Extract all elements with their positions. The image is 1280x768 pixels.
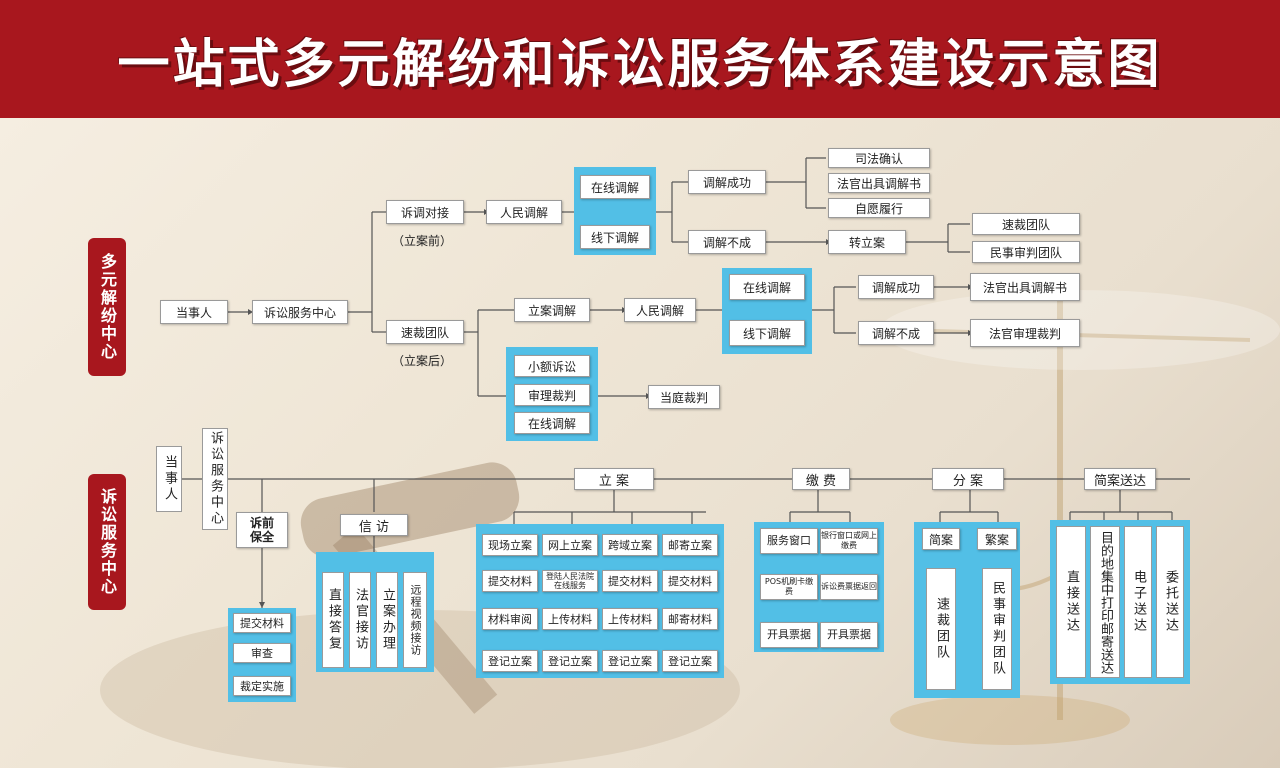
case-assignment-box: 分 案 (932, 468, 1004, 490)
petition-item-4: 远程视频接访 (403, 572, 427, 668)
filing-step-1-2: 材料审阅 (482, 608, 538, 630)
filing-mediation-box: 立案调解 (514, 298, 590, 322)
fee-step-1-2: 开具票据 (760, 622, 818, 648)
mediation-fail-box-2: 调解不成 (858, 321, 934, 345)
transfer-filing-box: 转立案 (828, 230, 906, 254)
trial-ruling-box: 审理裁判 (514, 384, 590, 406)
filing-step-3-2: 上传材料 (602, 608, 658, 630)
preservation-step-2: 审查 (233, 643, 291, 663)
page-title: 一站式多元解纷和诉讼服务体系建设示意图 (117, 35, 1163, 95)
preservation-step-1: 提交材料 (233, 613, 291, 633)
preservation-step-3: 裁定实施 (233, 676, 291, 696)
filing-step-1-3: 登记立案 (482, 650, 538, 672)
mediation-fail-box-1: 调解不成 (688, 230, 766, 254)
service-center-box-top: 诉讼服务中心 (252, 300, 348, 324)
fee-step-2-1: 诉讼费票据返回 (820, 574, 878, 600)
mediation-success-box-2: 调解成功 (858, 275, 934, 299)
filing-step-1-1: 提交材料 (482, 570, 538, 592)
fast-team-box-right: 速裁团队 (972, 213, 1080, 235)
post-filing-note: （立案后） (392, 354, 453, 368)
small-claims-box: 小额诉讼 (514, 355, 590, 377)
mediation-success-box-1: 调解成功 (688, 170, 766, 194)
service-center-box-bottom: 诉讼服务中心 (202, 428, 228, 530)
party-box-bottom: 当事人 (156, 446, 182, 512)
petition-item-2: 法官接访 (349, 572, 371, 668)
court-ruling-box: 当庭裁判 (648, 385, 720, 409)
side-label-litigation-center: 诉讼服务中心 (88, 474, 126, 610)
people-mediation-box-2: 人民调解 (624, 298, 696, 322)
filing-step-4-2: 邮寄材料 (662, 608, 718, 630)
fee-col-head-2: 银行窗口或网上缴费 (820, 528, 878, 554)
online-mediation-box-1: 在线调解 (580, 175, 650, 199)
offline-mediation-box-2: 线下调解 (729, 320, 805, 346)
title-banner (0, 0, 1280, 118)
offline-mediation-box-1: 线下调解 (580, 225, 650, 249)
delivery-item-1: 直接送达 (1056, 526, 1086, 678)
filing-step-3-1: 提交材料 (602, 570, 658, 592)
complex-case-team: 民事审判团队 (982, 568, 1012, 690)
delivery-item-2: 目的地集中打印邮寄送达 (1090, 526, 1120, 678)
filing-col-head-2: 网上立案 (542, 534, 598, 556)
filing-step-4-3: 登记立案 (662, 650, 718, 672)
petition-item-3: 立案办理 (376, 572, 398, 668)
fee-box: 缴 费 (792, 468, 850, 490)
delivery-item-3: 电子送达 (1124, 526, 1152, 678)
civil-trial-team-box-top: 民事审判团队 (972, 241, 1080, 263)
filing-step-2-2: 上传材料 (542, 608, 598, 630)
complex-case-box: 繁案 (977, 528, 1017, 550)
filing-step-2-1: 登陆人民法院在线服务 (542, 570, 598, 592)
filing-step-2-3: 登记立案 (542, 650, 598, 672)
filing-box: 立 案 (574, 468, 654, 490)
petition-box: 信 访 (340, 514, 408, 536)
party-box-top: 当事人 (160, 300, 228, 324)
preservation-box: 诉前保全 (236, 512, 288, 548)
fast-team-box-top: 速裁团队 (386, 320, 464, 344)
people-mediation-box-1: 人民调解 (486, 200, 562, 224)
delivery-box: 简案送达 (1084, 468, 1156, 490)
fee-step-2-2: 开具票据 (820, 622, 878, 648)
filing-col-head-4: 邮寄立案 (662, 534, 718, 556)
simple-case-box: 简案 (922, 528, 960, 550)
judge-trial-box: 法官审理裁判 (970, 319, 1080, 347)
simple-case-team: 速裁团队 (926, 568, 956, 690)
side-label-mediation-center: 多元解纷中心 (88, 238, 126, 376)
filing-col-head-3: 跨域立案 (602, 534, 658, 556)
filing-col-head-1: 现场立案 (482, 534, 538, 556)
voluntary-performance-box: 自愿履行 (828, 198, 930, 218)
pre-filing-note: （立案前） (392, 234, 453, 248)
judicial-confirmation-box: 司法确认 (828, 148, 930, 168)
delivery-item-4: 委托送达 (1156, 526, 1184, 678)
filing-step-4-1: 提交材料 (662, 570, 718, 592)
judge-mediation-doc-box-1: 法官出具调解书 (828, 173, 930, 193)
petition-item-1: 直接答复 (322, 572, 344, 668)
filing-step-3-3: 登记立案 (602, 650, 658, 672)
preservation-label: 诉前保全 (249, 516, 274, 544)
pre-filing-docking-box: 诉调对接 (386, 200, 464, 224)
fee-col-head-1: 服务窗口 (760, 528, 818, 554)
online-mediation-box-3: 在线调解 (514, 412, 590, 434)
judge-mediation-doc-box-2: 法官出具调解书 (970, 273, 1080, 301)
online-mediation-box-2: 在线调解 (729, 274, 805, 300)
fee-step-1-1: POS机刷卡缴费 (760, 574, 818, 600)
